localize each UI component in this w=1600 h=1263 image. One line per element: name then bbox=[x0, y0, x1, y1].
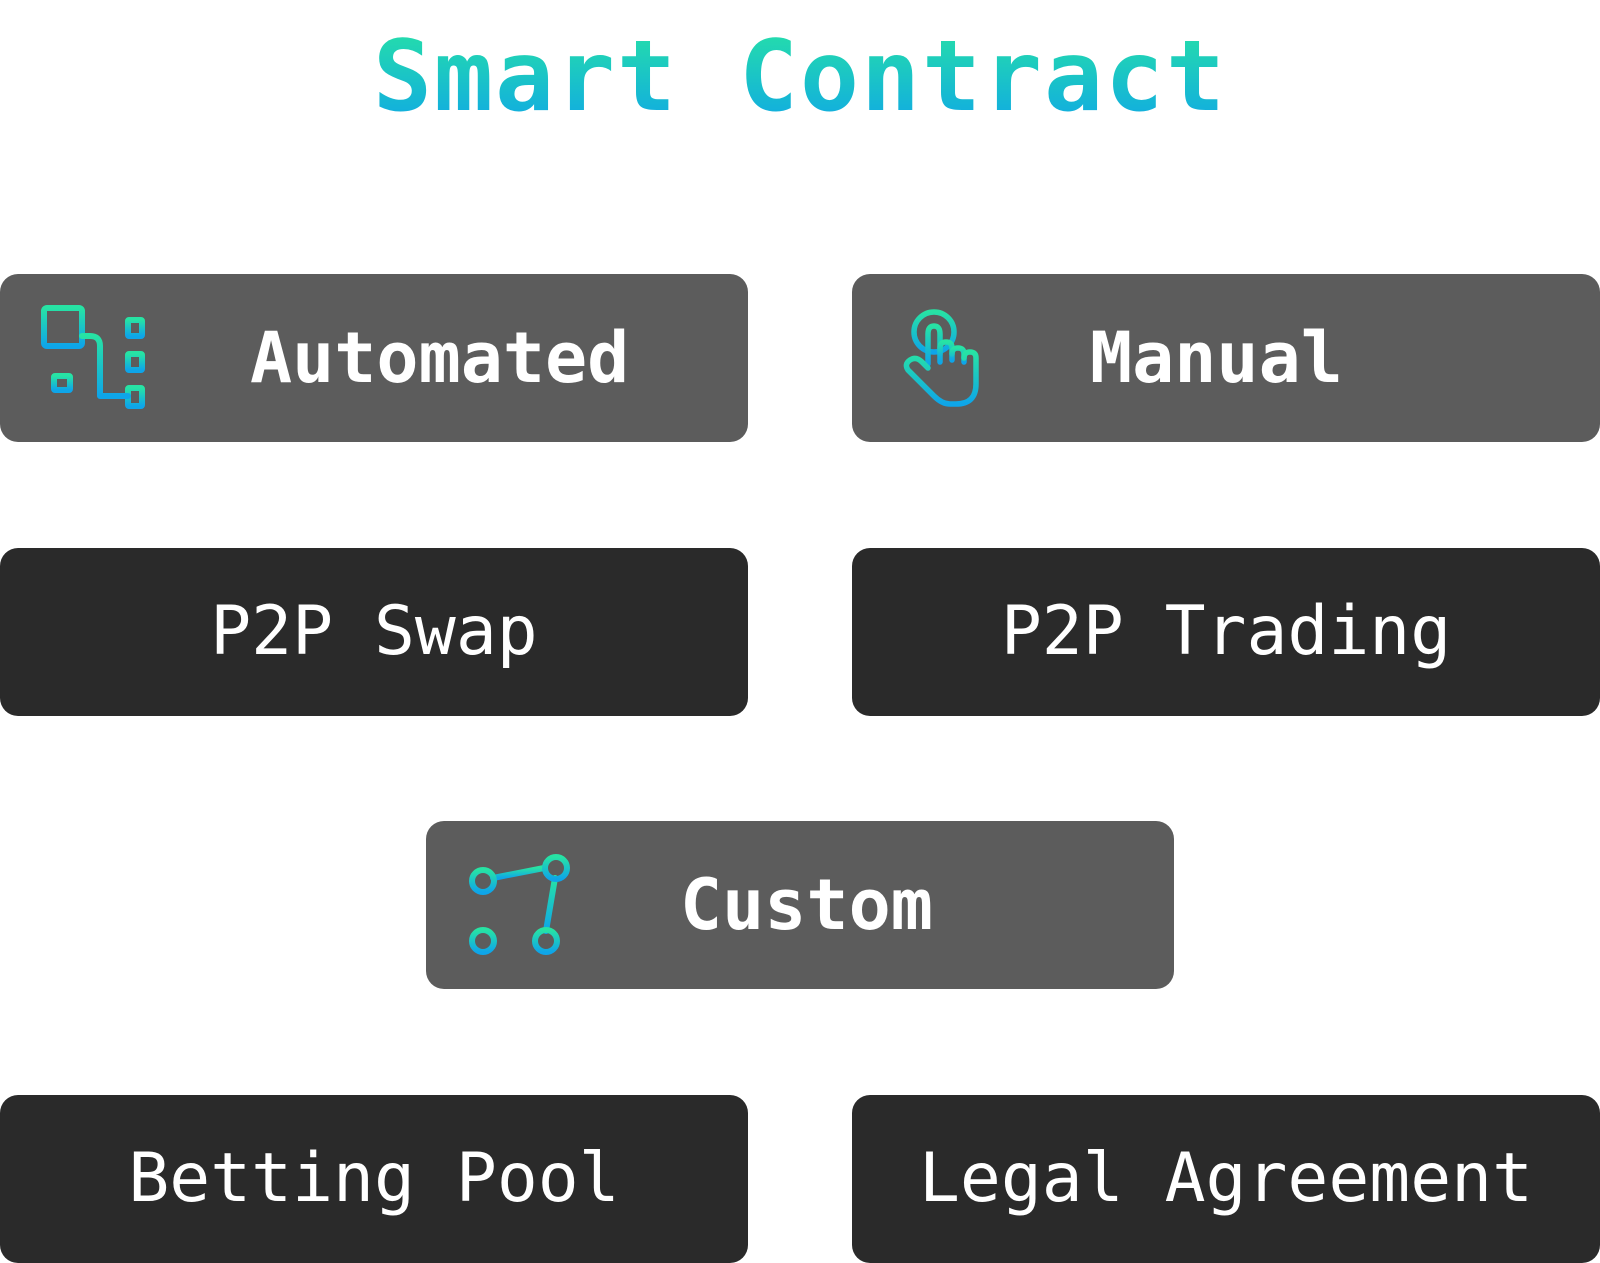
item-p2p-swap[interactable]: P2P Swap bbox=[0, 548, 748, 716]
category-automated[interactable]: Automated bbox=[0, 274, 748, 442]
category-automated-label: Automated bbox=[250, 317, 630, 399]
tap-hand-icon bbox=[898, 304, 1006, 412]
flowchart-icon bbox=[40, 304, 148, 412]
category-custom[interactable]: Custom bbox=[426, 821, 1174, 989]
item-p2p-trading-label: P2P Trading bbox=[1000, 592, 1452, 671]
category-manual-label: Manual bbox=[1090, 317, 1343, 399]
category-custom-label: Custom bbox=[680, 864, 933, 946]
item-p2p-trading[interactable]: P2P Trading bbox=[852, 548, 1600, 716]
page-title: Smart Contract bbox=[0, 22, 1600, 134]
item-legal-agreement-label: Legal Agreement bbox=[918, 1139, 1534, 1218]
polygon-nodes-icon bbox=[466, 851, 574, 959]
title-text: Smart Contract bbox=[373, 22, 1227, 134]
item-legal-agreement[interactable]: Legal Agreement bbox=[852, 1095, 1600, 1263]
item-p2p-swap-label: P2P Swap bbox=[210, 592, 538, 671]
item-betting-pool[interactable]: Betting Pool bbox=[0, 1095, 748, 1263]
item-betting-pool-label: Betting Pool bbox=[128, 1139, 620, 1218]
category-manual[interactable]: Manual bbox=[852, 274, 1600, 442]
